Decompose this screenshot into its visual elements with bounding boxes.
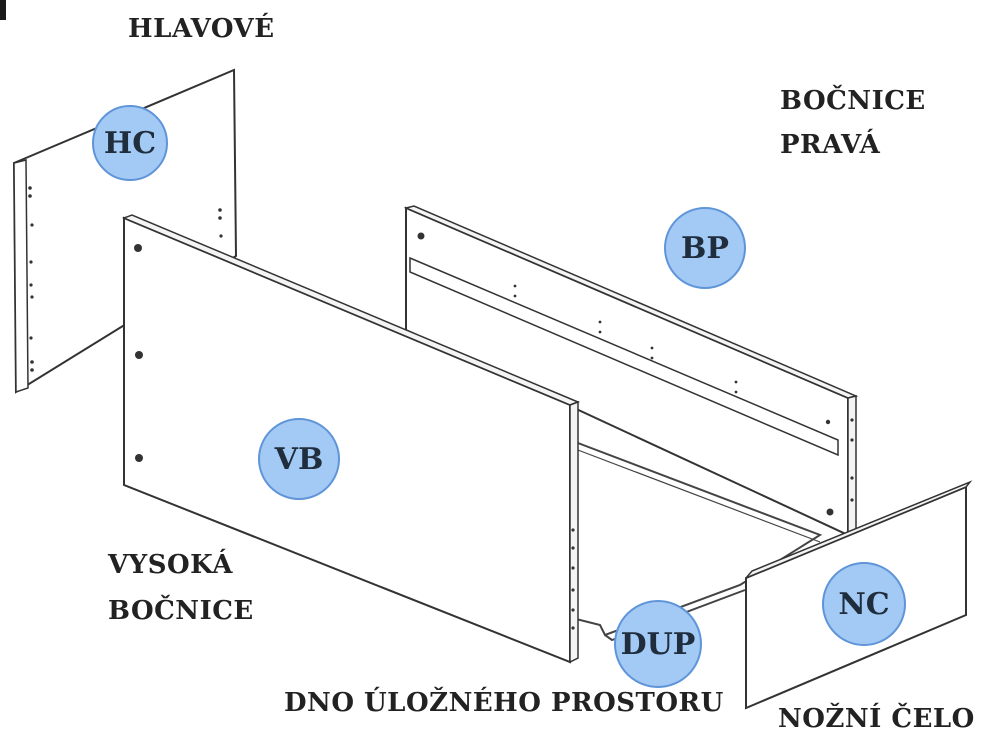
label-right-side-line1: BOČNICE	[780, 86, 926, 116]
label-right-side-line2: PRAVÁ	[780, 130, 881, 160]
badge-nc: NC	[822, 562, 906, 646]
badge-dup: DUP	[614, 600, 702, 688]
label-head-panel: HLAVOVÉ	[128, 14, 275, 44]
label-foot-panel: NOŽNÍ ČELO	[778, 704, 975, 734]
badge-bp: BP	[664, 207, 746, 289]
badge-hc: HC	[92, 105, 168, 181]
corner-mark	[0, 0, 6, 20]
label-storage-bottom: DNO ÚLOŽNÉHO PROSTORU	[284, 688, 724, 718]
label-high-side-line2: BOČNICE	[108, 596, 254, 626]
label-high-side-line1: VYSOKÁ	[108, 550, 233, 580]
high-side-panel	[121, 214, 581, 664]
badge-vb: VB	[258, 418, 340, 500]
